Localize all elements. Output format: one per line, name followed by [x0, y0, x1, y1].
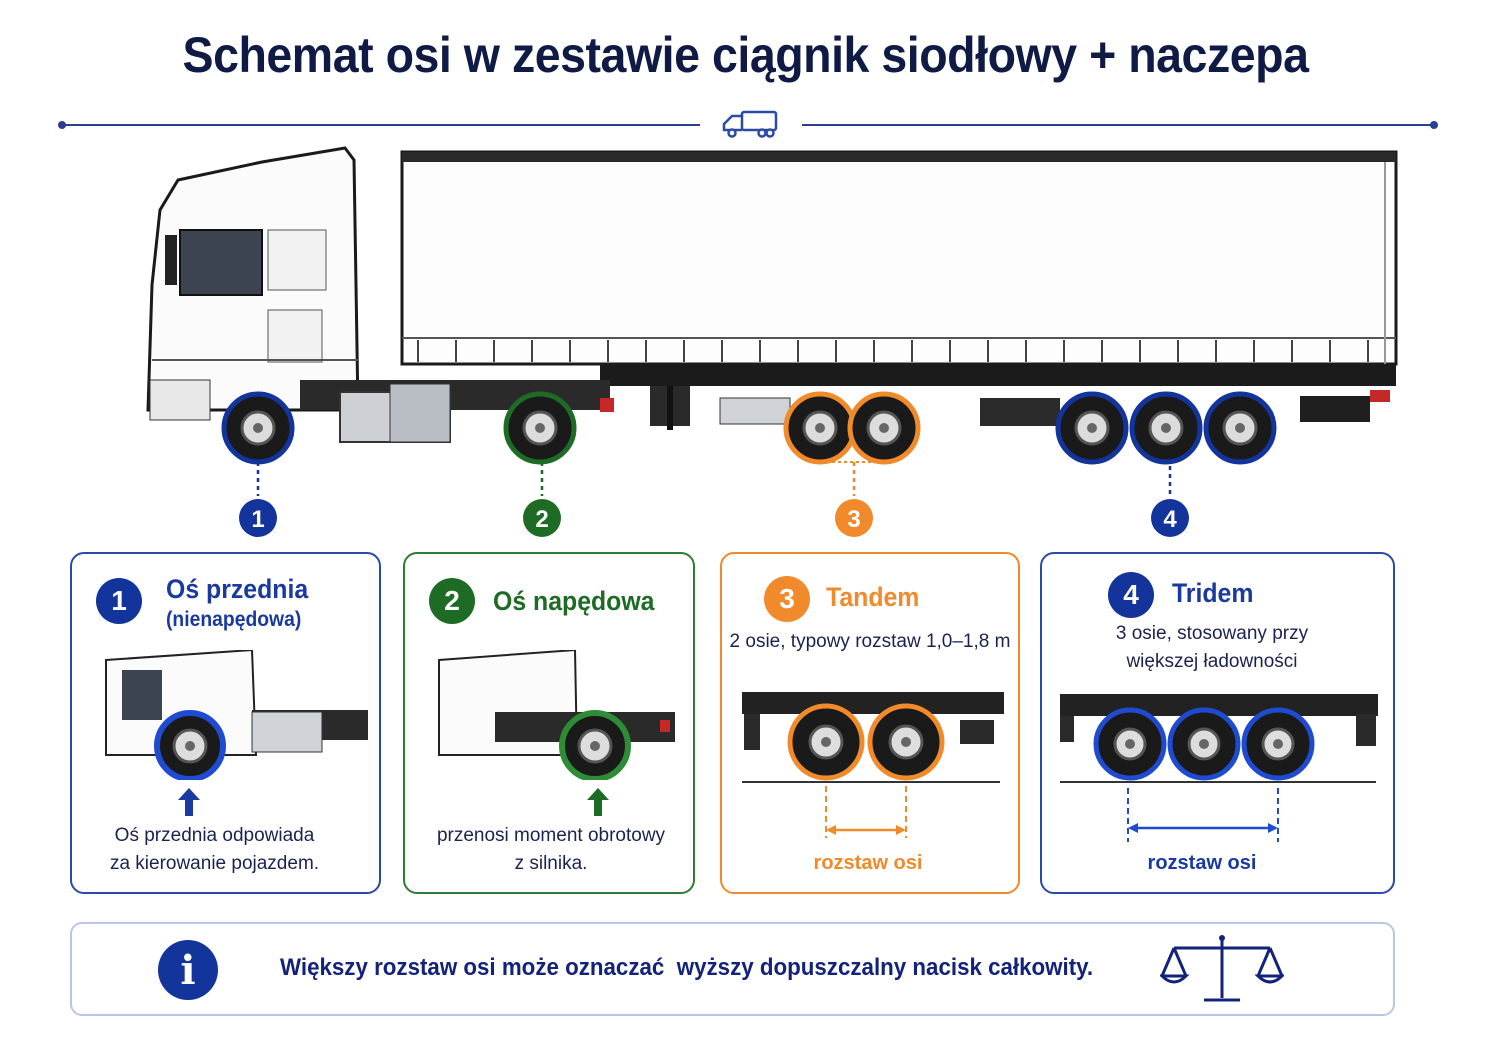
truck-icon	[722, 110, 778, 138]
wheel-blue	[1203, 391, 1277, 465]
wheel-orange	[847, 391, 921, 465]
axle-marker-1: 1	[239, 499, 277, 537]
scales-icon	[1160, 935, 1284, 1002]
drive-axle-illustration	[438, 650, 675, 780]
svg-text:2: 2	[535, 506, 548, 533]
info-icon: i	[158, 940, 218, 1000]
svg-text:3: 3	[847, 506, 860, 533]
card-badge: 3	[764, 576, 810, 622]
svg-text:1: 1	[251, 506, 264, 533]
card-badge: 1	[96, 578, 142, 624]
card-desc-line1: 2 osie, typowy rozstaw 1,0–1,8 m	[729, 631, 1011, 652]
title-divider	[58, 110, 1438, 138]
tridem-illustration	[1060, 694, 1378, 842]
truck-illustration: 1 2 3 4	[146, 146, 1398, 537]
wheel-blue	[221, 391, 295, 465]
arrow-up-icon	[178, 788, 200, 816]
card-front-axle: 1 Oś przednia (nienapędowa) Oś przednia …	[70, 552, 381, 894]
card-title: Tandem	[826, 582, 920, 612]
card-desc-line2: za kierowanie pojazdem.	[109, 853, 320, 874]
card-subtitle: (nienapędowa)	[166, 608, 302, 631]
front-axle-illustration	[105, 650, 368, 780]
tractor-cab	[146, 146, 360, 421]
card-title: Oś przednia	[166, 574, 309, 604]
axle-marker-4: 4	[1151, 499, 1189, 537]
axle-marker-2: 2	[523, 499, 561, 537]
card-title: Oś napędowa	[493, 586, 655, 616]
info-bar: i Większy rozstaw osi może oznaczać wyżs…	[70, 922, 1395, 1016]
svg-text:4: 4	[1163, 506, 1177, 533]
card-badge: 4	[1108, 572, 1154, 618]
card-desc-line2: większej ładowności	[1126, 651, 1298, 672]
card-desc-line1: 3 osie, stosowany przy	[1115, 623, 1309, 644]
info-text: Większy rozstaw osi może oznaczać wyższy…	[280, 954, 1094, 981]
card-tandem: 3 Tandem 2 osie, typowy rozstaw 1,0–1,8 …	[720, 552, 1020, 894]
card-tridem: 4 Tridem 3 osie, stosowany przy większej…	[1040, 552, 1395, 894]
card-caption: rozstaw osi	[1147, 852, 1257, 874]
arrow-up-icon	[587, 788, 609, 816]
wheel-orange	[783, 391, 857, 465]
card-caption: rozstaw osi	[813, 852, 923, 874]
card-desc-line1: Oś przednia odpowiada	[114, 825, 315, 846]
axle-marker-3: 3	[835, 499, 873, 537]
card-desc-line2: z silnika.	[514, 853, 588, 874]
trailer-body	[400, 150, 1398, 366]
page-title: Schemat osi w zestawie ciągnik siodłowy …	[182, 27, 1309, 83]
card-badge: 2	[429, 578, 475, 624]
card-title: Tridem	[1172, 578, 1254, 608]
wheel-green	[503, 391, 577, 465]
tandem-illustration	[742, 692, 1004, 838]
card-desc-line1: przenosi moment obrotowy	[436, 825, 666, 846]
wheel-blue	[1129, 391, 1203, 465]
card-drive-axle: 2 Oś napędowa przenosi moment obrotowy z…	[403, 552, 695, 894]
wheel-blue	[1055, 391, 1129, 465]
